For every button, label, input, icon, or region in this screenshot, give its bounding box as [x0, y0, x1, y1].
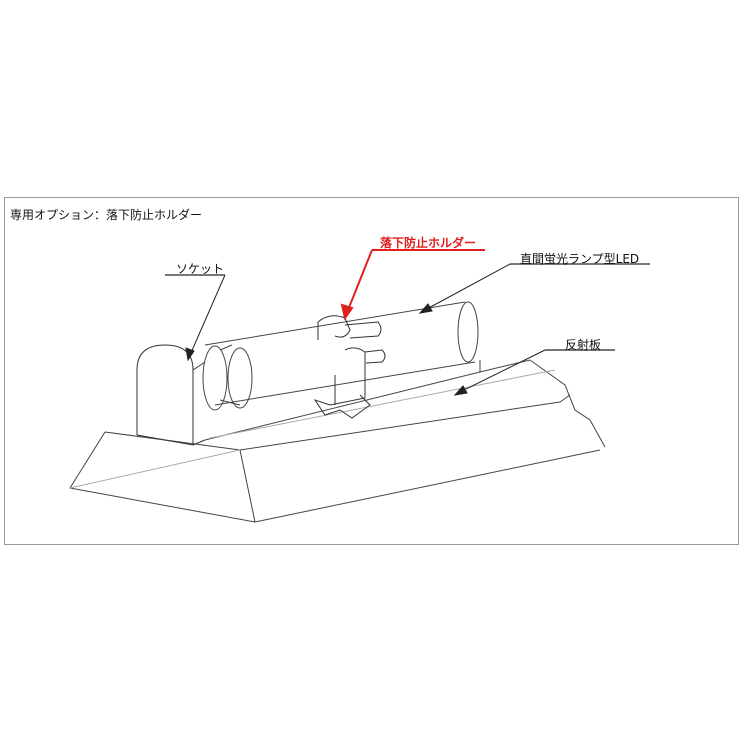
diagram-title: 専用オプション：落下防止ホルダー: [10, 208, 203, 222]
reflector-label: 反射板: [565, 338, 602, 352]
holder-leader: [340, 249, 485, 321]
socket: [136, 344, 206, 446]
socket-label: ソケット: [176, 262, 225, 276]
led-label: 直間蛍光ランプ型LED: [520, 252, 640, 266]
holder-label: 落下防止ホルダー: [380, 236, 477, 250]
led-tube: [202, 301, 479, 411]
holder-clip: [313, 315, 386, 419]
diagram-frame: [4, 197, 739, 545]
